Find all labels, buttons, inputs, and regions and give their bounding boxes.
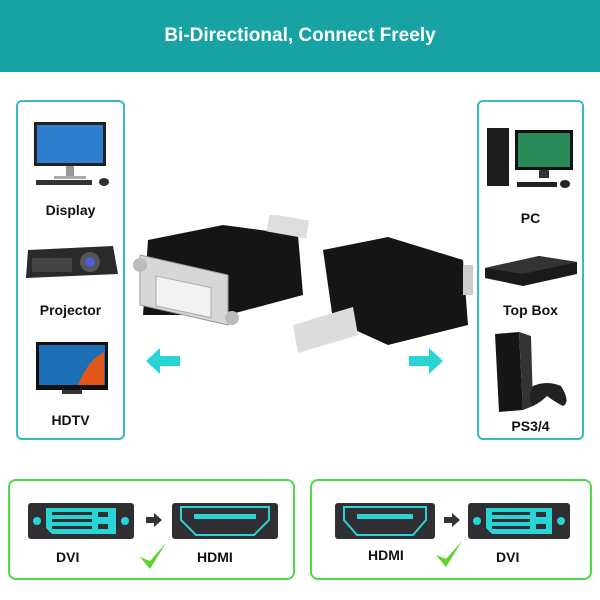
dvi-port-icon <box>468 503 570 539</box>
dvi-label: DVI <box>496 549 520 565</box>
hdmi-to-dvi-box: HDMI DVI <box>310 479 592 580</box>
device-label-pc: PC <box>520 210 541 226</box>
device-label-hdtv: HDTV <box>51 412 90 428</box>
set-top-box-icon <box>485 256 577 286</box>
hdmi-port-icon <box>335 503 435 539</box>
device-label-display: Display <box>45 202 96 218</box>
hdmi-port-icon <box>172 503 278 539</box>
dvi-label: DVI <box>56 549 80 565</box>
pc-icon <box>487 128 573 188</box>
device-label-top-box: Top Box <box>503 302 558 318</box>
dvi-hdmi-adapter-image <box>133 215 473 353</box>
checkmark-icon <box>436 541 462 567</box>
hdmi-label: HDMI <box>197 549 233 565</box>
device-label-ps3-4: PS3/4 <box>511 418 550 434</box>
banner-title: Bi-Directional, Connect Freely <box>0 0 600 72</box>
projector-icon <box>26 246 118 278</box>
arrow-right-small-icon <box>444 513 460 527</box>
dvi-port-icon <box>28 503 134 539</box>
checkmark-icon <box>140 543 166 569</box>
dvi-to-hdmi-box: DVI HDMI <box>8 479 295 580</box>
source-devices-panel: Display Projector HDTV <box>16 100 125 440</box>
display-monitor-icon <box>34 122 109 186</box>
hdmi-label: HDMI <box>368 547 404 563</box>
hdtv-icon <box>36 342 108 394</box>
arrow-right-icon <box>409 348 443 374</box>
device-label-projector: Projector <box>39 302 102 318</box>
arrow-right-small-icon <box>146 513 162 527</box>
ps4-console-icon <box>495 332 567 412</box>
arrow-left-icon <box>146 348 180 374</box>
target-devices-panel: PC Top Box PS3/4 <box>477 100 584 440</box>
